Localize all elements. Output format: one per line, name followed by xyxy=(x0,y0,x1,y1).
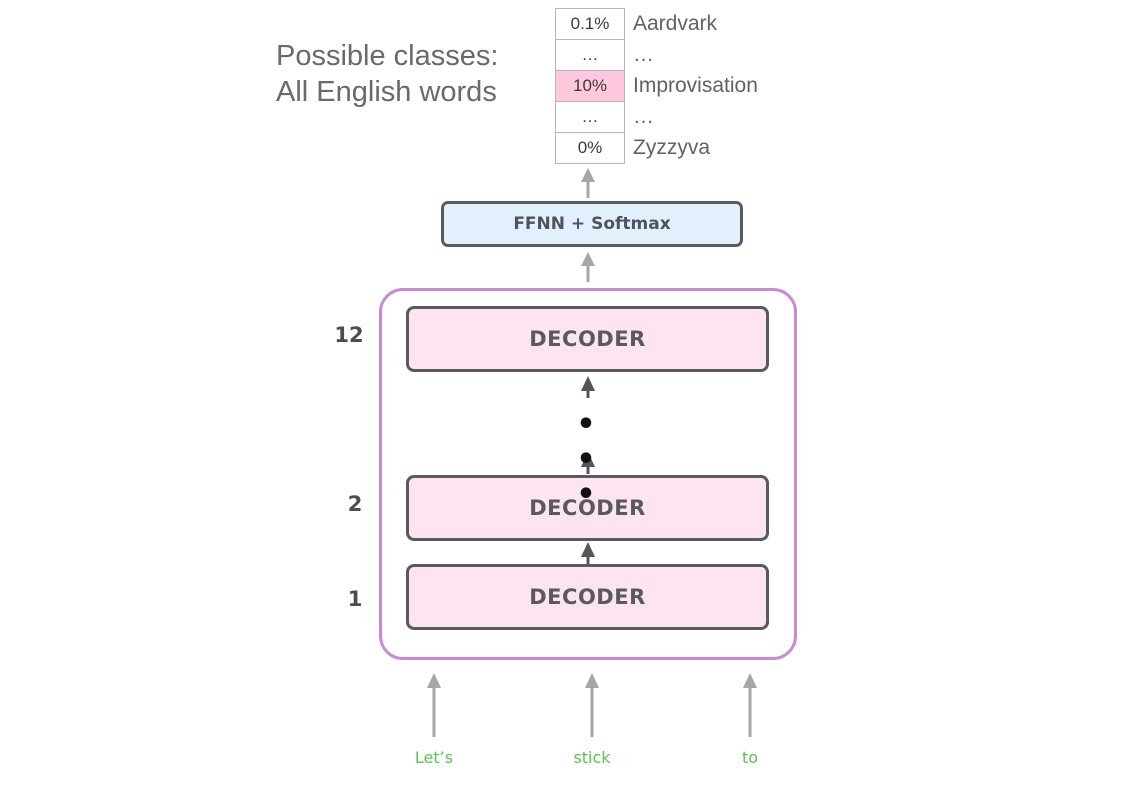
layer-number-1: 1 xyxy=(347,587,363,611)
arrow-stack-to-ffnn xyxy=(581,252,595,282)
arrow-ffnn-to-output xyxy=(581,168,595,198)
stack-ellipsis: • • • xyxy=(576,407,600,512)
class-label-aardvark: Aardvark xyxy=(633,12,718,35)
arrow-ellipsis-to-decoder-12 xyxy=(581,376,595,398)
input-token-lets: Let’s xyxy=(414,748,454,767)
heading-line-2: All English words xyxy=(276,76,497,108)
decoder-block-1: DECODER xyxy=(406,564,769,630)
class-label-zyzzyva: Zyzzyva xyxy=(633,136,711,159)
prob-cell-improvisation: 10% xyxy=(556,71,624,102)
prob-cell-zyzzyva: 0% xyxy=(556,133,624,164)
layer-number-2: 2 xyxy=(347,492,363,516)
class-label-ellipsis-2: … xyxy=(633,105,654,128)
class-label-improvisation: Improvisation xyxy=(633,74,758,97)
arrow-input-lets xyxy=(427,673,441,737)
arrow-input-to xyxy=(743,673,757,737)
arrow-input-stick xyxy=(585,673,599,737)
input-token-stick: stick xyxy=(573,748,611,767)
output-probability-table: 0.1% … 10% … 0% xyxy=(555,8,625,164)
possible-classes-heading: Possible classes: All English words xyxy=(276,38,498,110)
input-token-to: to xyxy=(741,748,759,767)
arrow-decoder-1-to-decoder-2 xyxy=(581,542,595,564)
heading-line-1: Possible classes: xyxy=(276,40,499,72)
prob-cell-ellipsis-1: … xyxy=(556,40,624,71)
decoder-block-12: DECODER xyxy=(406,306,769,372)
prob-cell-ellipsis-2: … xyxy=(556,102,624,133)
ffnn-softmax-box: FFNN + Softmax xyxy=(441,201,743,247)
prob-cell-aardvark: 0.1% xyxy=(556,9,624,40)
layer-number-12: 12 xyxy=(334,323,364,347)
class-label-ellipsis-1: … xyxy=(633,43,654,66)
decoder-block-2: DECODER xyxy=(406,475,769,541)
arrow-decoder-2-to-ellipsis xyxy=(581,452,595,474)
decoder-stack xyxy=(379,288,797,660)
